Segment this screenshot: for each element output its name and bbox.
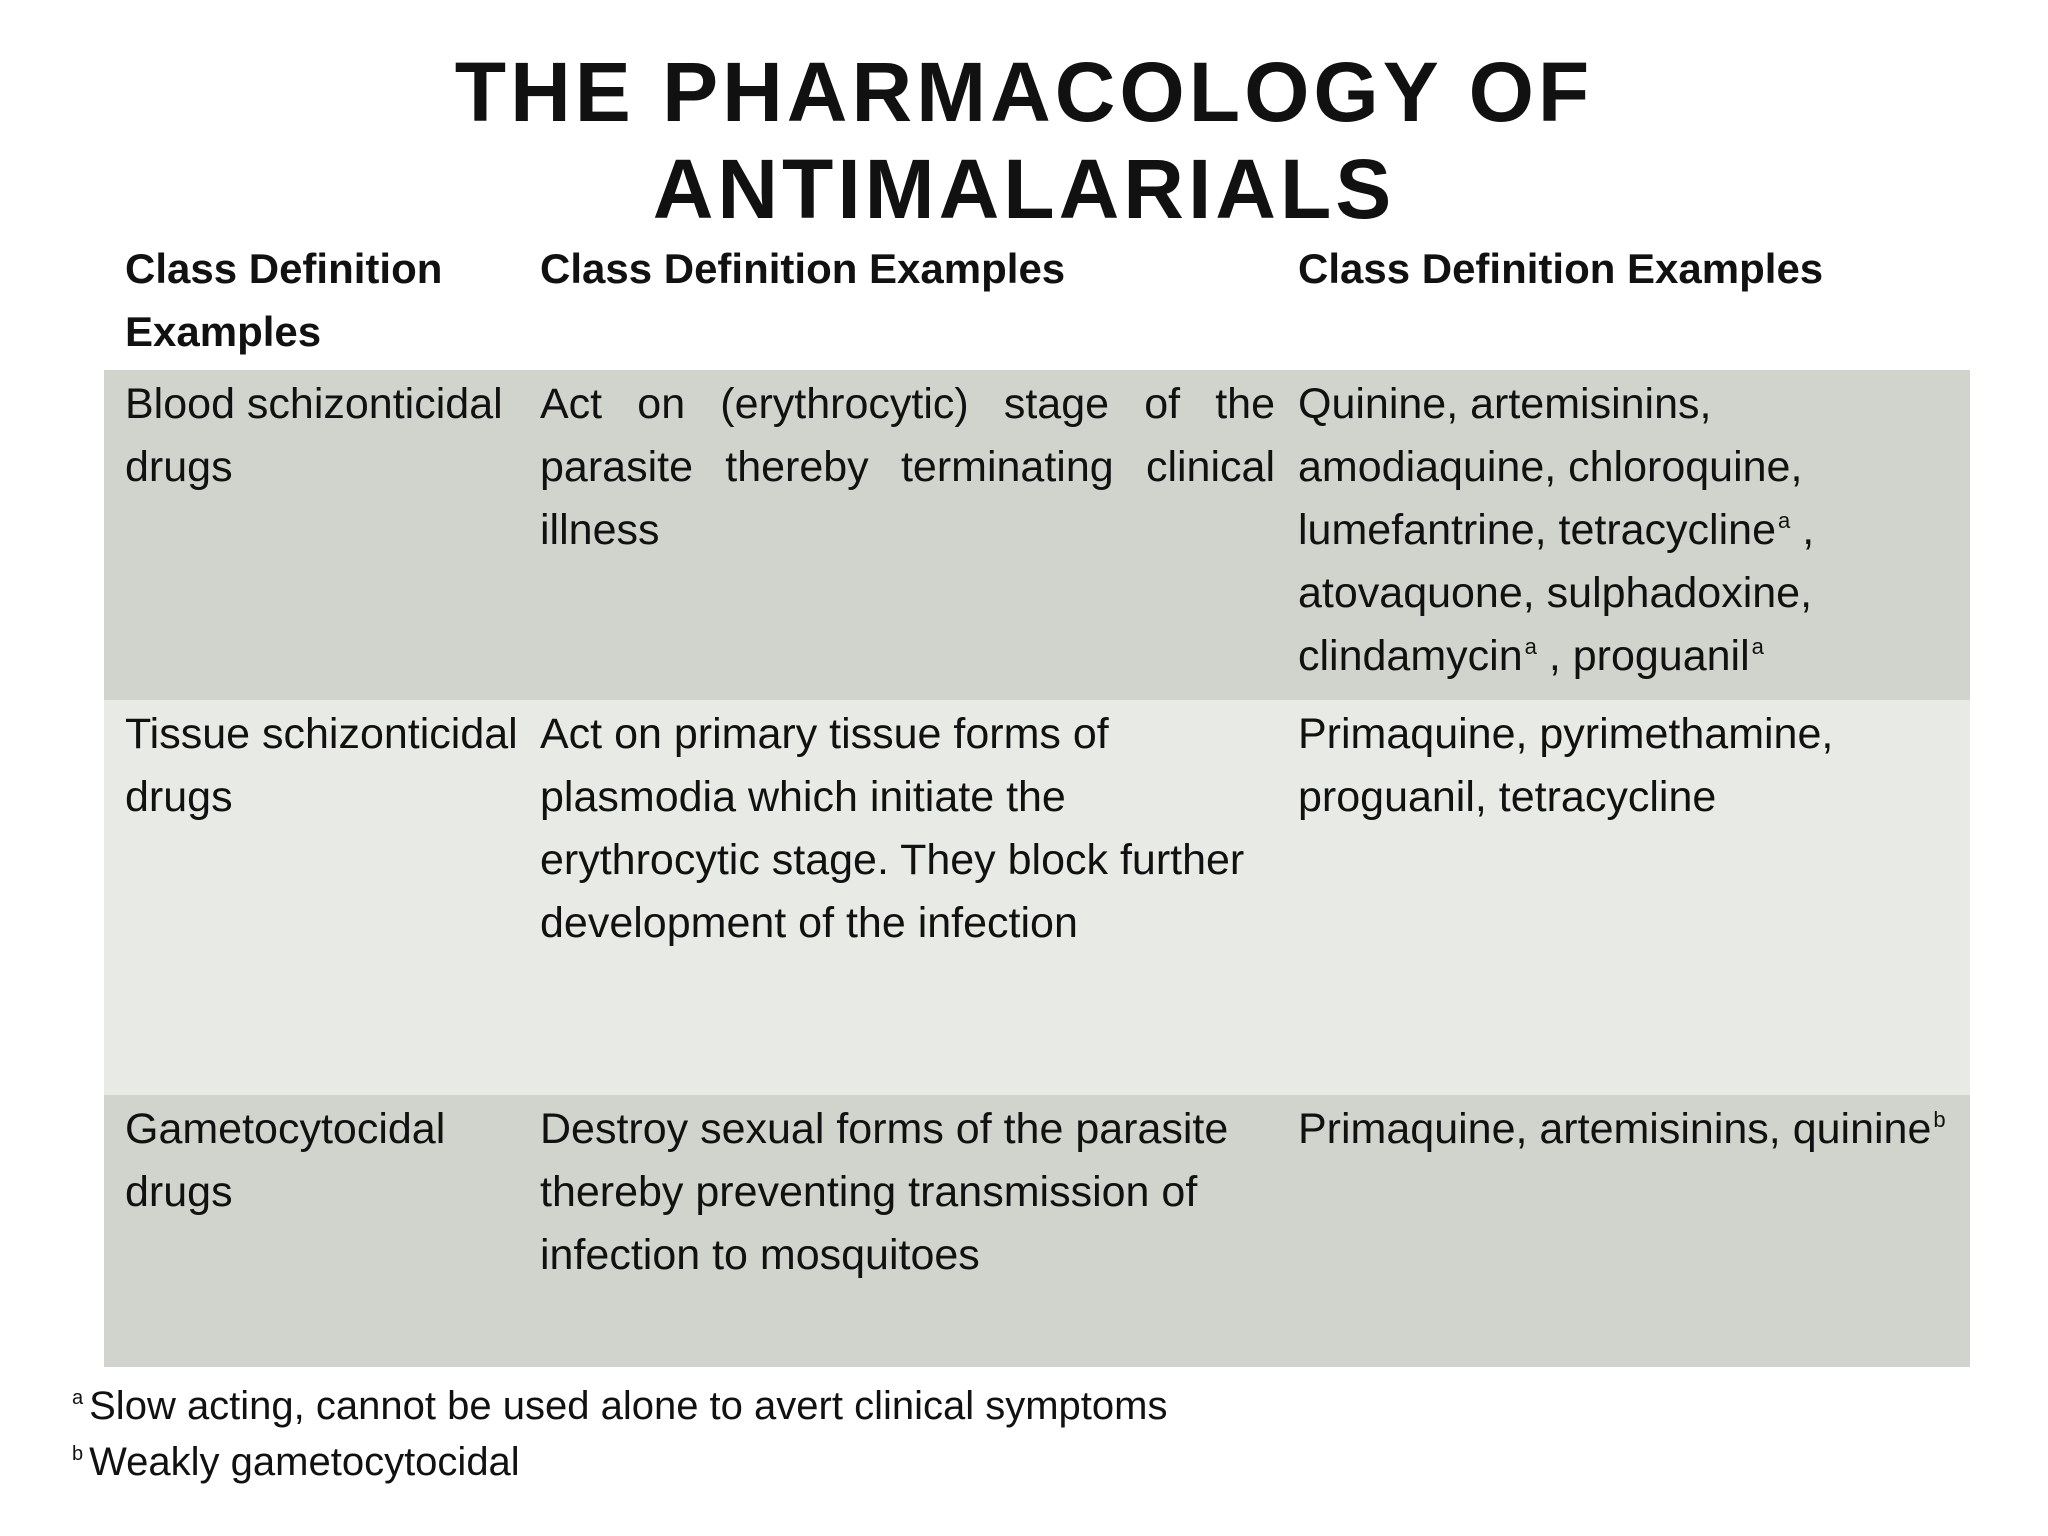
footnote-marker: b — [1933, 1107, 1946, 1132]
page-title: THE PHARMACOLOGY OF ANTIMALARIALS — [0, 44, 2048, 238]
table-row: Gametocytocidal drugs Destroy sexual for… — [104, 1095, 1970, 1367]
title-line-2: ANTIMALARIALS — [652, 142, 1396, 236]
table-row: Blood schizonticidal drugs Act on (eryth… — [104, 370, 1970, 700]
footnote-marker: a — [72, 1387, 84, 1409]
examples-cell: Primaquine, artemisinins, quinineb — [1285, 1095, 1970, 1367]
definition-cell: Destroy sexual forms of the parasite the… — [540, 1105, 1229, 1279]
header-cell-3: Class Definition Examples — [1298, 245, 1824, 292]
class-cell: Gametocytocidal drugs — [125, 1105, 446, 1216]
class-cell: Tissue schizonticidal drugs — [125, 710, 518, 821]
examples-text: , proguanil — [1536, 632, 1750, 680]
examples-cell: Quinine, artemisinins, amodiaquine, chlo… — [1285, 370, 1970, 700]
footnote-marker: a — [1778, 508, 1791, 533]
header-cell-2: Class Definition Examples — [540, 245, 1066, 292]
footnote-text: Slow acting, cannot be used alone to ave… — [89, 1384, 1168, 1428]
definition-cell: Act on primary tissue forms of plasmodia… — [519, 700, 1285, 1095]
examples-text: Primaquine, artemisinins, quinine — [1298, 1105, 1932, 1153]
antimalarials-table: Class Definition Examples Class Definiti… — [104, 232, 1970, 1367]
examples-text: Quinine, artemisinins, amodiaquine, chlo… — [1298, 380, 1803, 554]
definition-text: development of the infection — [540, 899, 1078, 947]
footnote-marker: a — [1524, 634, 1537, 659]
footnote-marker: a — [1751, 634, 1764, 659]
table-row: Tissue schizonticidal drugs Act on prima… — [104, 700, 1970, 1095]
definition-text: Act on primary tissue forms of plasmodia… — [540, 710, 1245, 884]
footnote-text: Weakly gametocytocidal — [89, 1440, 520, 1484]
class-cell: Blood schizonticidal drugs — [125, 380, 503, 491]
examples-cell: Primaquine, pyrimethamine, proguanil, te… — [1298, 710, 1834, 821]
header-cell-1: Class Definition Examples — [125, 245, 443, 355]
footnote-marker: b — [72, 1443, 84, 1465]
definition-cell: Act on (erythrocytic) stage of the paras… — [540, 380, 1275, 554]
examples-text: , atovaquone, sulphadoxine, clindamycin — [1298, 506, 1815, 680]
title-line-1: THE PHARMACOLOGY OF — [454, 45, 1594, 139]
table-header-row: Class Definition Examples Class Definiti… — [104, 232, 1970, 370]
